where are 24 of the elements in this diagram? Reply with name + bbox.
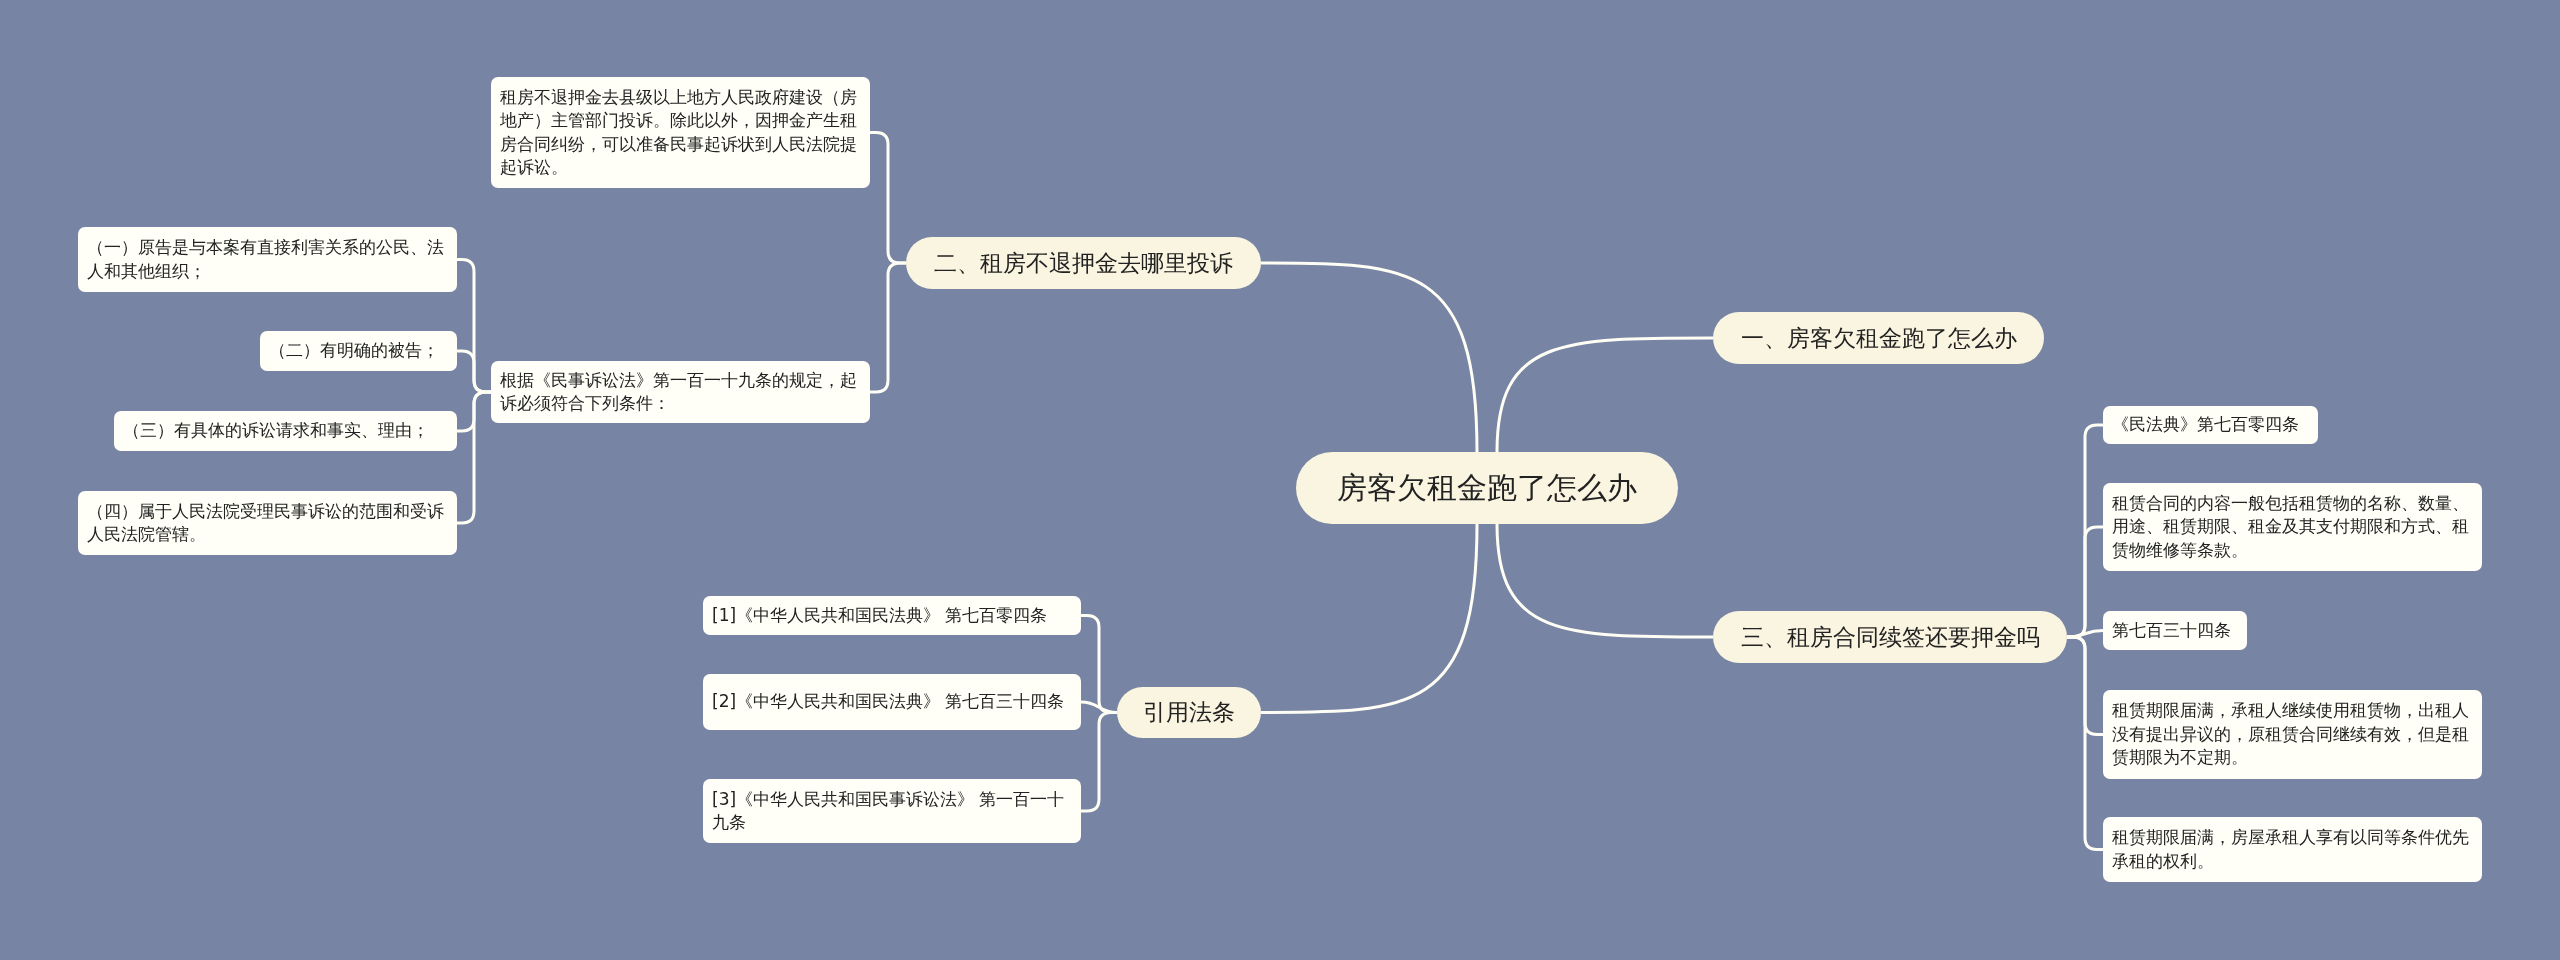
connector-line: [1261, 261, 1479, 453]
connector-line: [1261, 523, 1479, 714]
note-box: 根据《民事诉讼法》第一百一十九条的规定，起诉必须符合下列条件：: [491, 361, 870, 423]
note-box: 租赁期限届满，房屋承租人享有以同等条件优先承租的权利。: [2103, 817, 2482, 882]
connector-line: [2066, 629, 2104, 639]
note-box: [1]《中华人民共和国民法典》 第七百零四条: [703, 596, 1081, 635]
note-box: 第七百三十四条: [2103, 611, 2247, 650]
central-topic-box: 房客欠租金跑了怎么办: [1296, 452, 1678, 524]
note-box: （一）原告是与本案有直接利害关系的公民、法人和其他组织；: [78, 227, 457, 292]
topic-box: 二、租房不退押金去哪里投诉: [906, 237, 1261, 289]
note-box: （二）有明确的被告；: [260, 331, 457, 371]
note-box: （三）有具体的诉讼请求和事实、理由；: [114, 411, 457, 451]
topic-box: 三、租房合同续签还要押金吗: [1713, 611, 2067, 663]
connector-line: [1495, 523, 1713, 639]
topic-box: 一、房客欠租金跑了怎么办: [1713, 312, 2044, 364]
note-box: 租房不退押金去县级以上地方人民政府建设（房地产）主管部门投诉。除此以外，因押金产生租房合同纠纷，可以准备民事起诉状到人民法院提起诉讼。: [491, 77, 870, 188]
note-box: （四）属于人民法院受理民事诉讼的范围和受诉人民法院管辖。: [78, 491, 457, 555]
note-box: 《民法典》第七百零四条: [2103, 406, 2318, 444]
note-box: 租赁合同的内容一般包括租赁物的名称、数量、用途、租赁期限、租金及其支付期限和方式、租赁物维修等条款。: [2103, 483, 2482, 571]
note-box: [2]《中华人民共和国民法典》 第七百三十四条: [703, 674, 1081, 730]
connector-line: [1495, 336, 1713, 453]
note-box: [3]《中华人民共和国民事诉讼法》 第一百一十九条: [703, 779, 1081, 843]
topic-box: 引用法条: [1117, 687, 1261, 738]
note-box: 租赁期限届满，承租人继续使用租赁物，出租人没有提出异议的，原租赁合同继续有效，但是租赁期限为不定期。: [2103, 690, 2482, 779]
